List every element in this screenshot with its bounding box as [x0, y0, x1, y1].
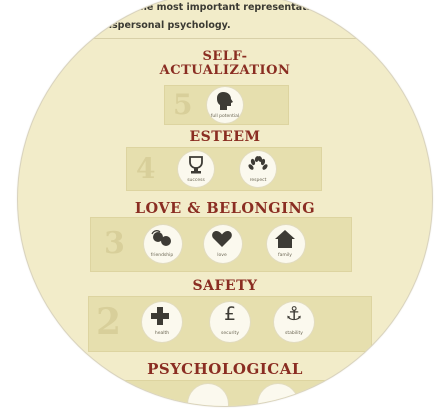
level-3-item-family-label: family [278, 253, 292, 258]
level-5-title-line-2: ACTUALIZATION [159, 63, 291, 78]
pound-icon: £ [223, 303, 237, 325]
level-4-title: ESTEEM [189, 129, 261, 145]
magnifier-lens: ...e of the most important representativ… [18, 0, 432, 406]
level-4-band: 4 success respect [126, 147, 322, 191]
level-2-title: SAFETY [192, 278, 258, 294]
level-2-number: 2 [96, 301, 122, 343]
level-1-band [68, 380, 388, 406]
level-2-item-stability-label: stability [285, 331, 303, 336]
level-2-item-health: health [142, 302, 182, 342]
level-2-item-security: £ security [210, 302, 250, 342]
level-3-title: LOVE & BELONGING [134, 200, 316, 217]
level-2-item-security-label: security [221, 331, 239, 336]
level-1-title: PSYCHOLOGICAL [147, 360, 303, 378]
house-icon [275, 230, 295, 248]
level-5-item: full potential [207, 87, 243, 123]
people-icon [151, 230, 171, 246]
level-5-item-label: full potential [210, 114, 240, 119]
level-3-item-family: family [267, 225, 305, 263]
level-3-item-love: love [204, 225, 242, 263]
level-5-title-line-1: SELF- [202, 49, 248, 64]
level-4-item-respect: respect [240, 151, 276, 187]
level-4-number: 4 [136, 152, 156, 185]
intro-text: ...e of the most important representativ… [18, 0, 432, 39]
level-4-item-respect-label: respect [249, 178, 267, 183]
level-4-item-success-label: success [187, 178, 205, 183]
level-2-item-stability: ⚓ stability [274, 302, 314, 342]
heart-icon [212, 231, 232, 247]
level-3-band: 3 friendship love family [90, 217, 352, 272]
level-3-item-friendship-label: friendship [150, 253, 174, 258]
level-5-band: 5 full potential [164, 85, 289, 125]
cross-icon [151, 307, 169, 325]
level-3-number: 3 [104, 226, 125, 261]
level-3-item-love-label: love [217, 253, 227, 258]
anchor-icon: ⚓ [285, 303, 303, 325]
level-2-item-health-label: health [154, 331, 170, 336]
level-1-item-a [188, 384, 228, 406]
level-1-item-b [258, 384, 298, 406]
level-5-number: 5 [173, 88, 193, 121]
head-icon [217, 92, 233, 110]
level-4-item-success: success [178, 151, 214, 187]
level-5-title: SELF- ACTUALIZATION [18, 50, 432, 78]
level-3-item-friendship: friendship [144, 225, 182, 263]
laurel-icon [248, 156, 268, 170]
intro-line-1: ...e of the most important representativ… [101, 2, 329, 13]
intro-line-2: ...anspersonal psychology. [88, 20, 231, 31]
level-2-band: 2 health £ security ⚓ stability [88, 296, 372, 352]
trophy-icon [189, 156, 203, 174]
